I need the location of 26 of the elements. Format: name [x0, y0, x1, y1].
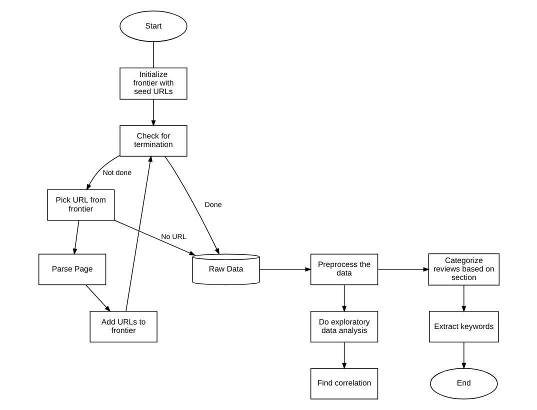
connector [152, 41, 154, 68]
node-box: Preprocess the data [310, 254, 378, 286]
arrow [164, 156, 220, 255]
arrow [84, 284, 110, 312]
arrow [461, 342, 466, 370]
node-box: Do exploratory data analysis [310, 311, 378, 342]
arrow [342, 284, 346, 312]
arrow [150, 98, 156, 127]
arrow [342, 342, 346, 370]
arrow [377, 267, 430, 272]
node-box: Categorize reviews based on section [428, 253, 499, 286]
arrow [461, 284, 466, 312]
node-box: Add URLs to frontier [89, 311, 157, 342]
node-box: Pick URL from frontier [46, 189, 114, 221]
arrow [125, 155, 152, 312]
arrow [86, 155, 120, 191]
arrow [258, 267, 312, 272]
arrow [114, 220, 196, 256]
node-box: Extract keywords [428, 311, 498, 342]
node-box: Check for termination [119, 125, 187, 157]
node-box: Find correlation [310, 368, 378, 400]
arrow [72, 220, 79, 256]
node-ellipse: Start [119, 10, 187, 42]
node-ellipse: End [430, 368, 498, 400]
node-box: Initialize frontier with seed URLs [119, 68, 187, 100]
node-box: Parse Page [38, 254, 106, 286]
